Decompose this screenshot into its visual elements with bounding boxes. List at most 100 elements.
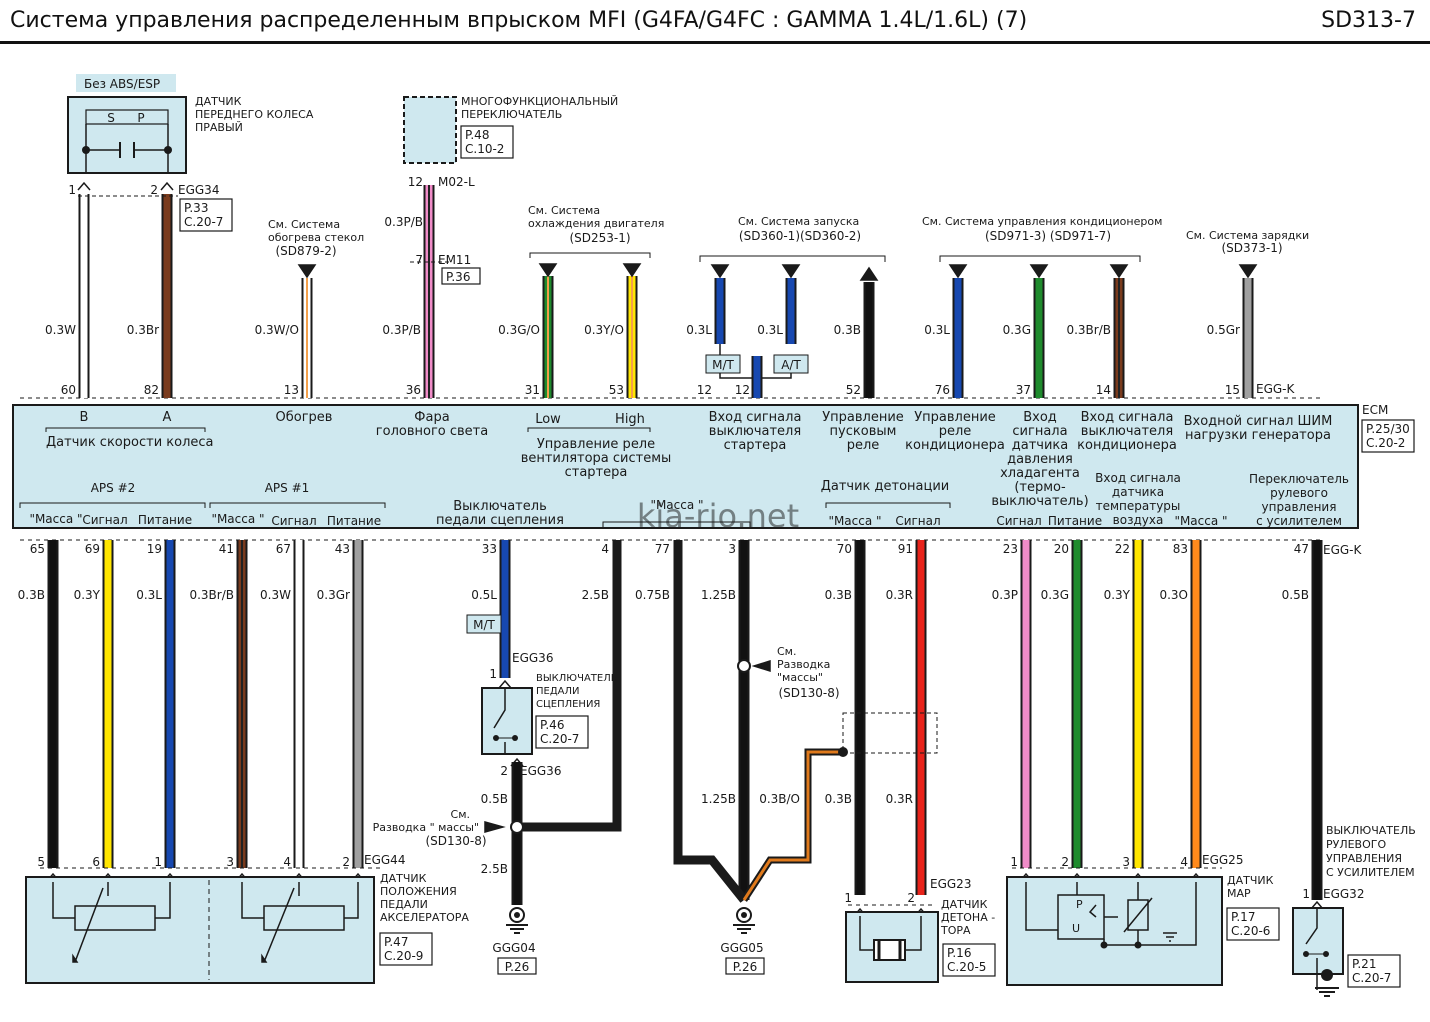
- aps-label: ПЕДАЛИ: [380, 898, 428, 911]
- ref-charge-code: (SD373-1): [1221, 241, 1282, 255]
- aps-pin: 6: [92, 855, 100, 869]
- psw-label: С УСИЛИТЕЛЕМ: [1326, 866, 1415, 879]
- bottom-wire-spec: 0.3G: [1041, 588, 1069, 602]
- bottom-wire-pin: 47: [1294, 542, 1309, 556]
- aps-ref: [379, 932, 433, 966]
- label-headlight: Фара: [414, 410, 449, 425]
- pin-hat: [1310, 900, 1324, 910]
- top-wire: [954, 278, 962, 398]
- top-wire-pin: 76: [935, 383, 950, 397]
- label-knock-signal: Сигнал: [895, 514, 940, 528]
- top-wire-spec: 0.3G: [1003, 323, 1031, 337]
- aps-pin: 5: [37, 855, 45, 869]
- clutch-connector2: EGG36: [520, 764, 561, 778]
- ground-note1: Разводка " массы": [373, 821, 479, 834]
- ref-heat: См. Система: [268, 218, 340, 231]
- top-wire-pin: 14: [1096, 383, 1111, 397]
- header-bar: Система управления распределенным впрыск…: [0, 0, 1430, 44]
- at-tag-label: A/T: [781, 358, 801, 372]
- label-iat: воздуха: [1113, 513, 1164, 527]
- label-ac-press: (термо-: [1014, 480, 1066, 495]
- bottom-wire-spec: 0.3P: [992, 588, 1018, 602]
- ground-note2: Разводка: [777, 658, 830, 671]
- clutch-box: [481, 687, 533, 755]
- starter-merge-r: [757, 373, 792, 379]
- ref-ac-code: (SD971-3) (SD971-7): [985, 229, 1111, 243]
- wheel-sensor-ref: C.20-7: [184, 215, 223, 229]
- bottom-wire-pin: 91: [898, 542, 913, 556]
- multi-switch-ref: P.48: [465, 128, 489, 142]
- ggg04-label: GGG04: [492, 941, 535, 955]
- knock-pin: 2: [907, 891, 915, 905]
- aps-pin: 4: [283, 855, 291, 869]
- psw-label: РУЛЕВОГО: [1326, 838, 1386, 851]
- wheel-sensor-node: [82, 146, 90, 154]
- aps-ref: P.47: [384, 935, 408, 949]
- top-wire-pin: 37: [1016, 383, 1031, 397]
- wheel-sensor-pin: 1: [68, 183, 76, 197]
- top-wire-spec: 0.3Y/O: [584, 323, 624, 337]
- ggg05-label: GGG05: [720, 941, 763, 955]
- label-knock: Датчик детонации: [821, 479, 950, 494]
- map-lead: [1025, 882, 1058, 931]
- label-ac-ctrl: кондиционера: [905, 438, 1005, 453]
- label-iat: температуры: [1096, 499, 1181, 513]
- ground-note1-code: (SD130-8): [425, 834, 486, 848]
- shield-wire-inner: [742, 750, 843, 901]
- label-gen: Входной сигнал ШИМ: [1184, 414, 1333, 429]
- label-aps2-signal: Сигнал: [82, 513, 127, 527]
- label-fan-bracket: [527, 427, 651, 432]
- bottom-wire: [1192, 540, 1200, 868]
- bottom-wire-pin: 4: [601, 542, 609, 556]
- multi-switch-ref: C.10-2: [465, 142, 504, 156]
- ecm-ref: [1361, 419, 1415, 453]
- label-aps1: APS #1: [265, 481, 310, 495]
- top-wire: [787, 278, 795, 344]
- top-wire-spec: 0.3B: [834, 323, 861, 337]
- bottom-wire-pin: 67: [276, 542, 291, 556]
- aps-lead: [52, 882, 75, 919]
- label-b: B: [80, 410, 89, 425]
- pin-hat: [498, 679, 512, 689]
- multi-switch-label: МНОГОФУНКЦИОНАЛЬНЫЙ: [461, 95, 618, 108]
- top-wire: [163, 194, 171, 398]
- wheel-sensor-node: [164, 146, 172, 154]
- label-mass-bracket: [602, 521, 751, 527]
- psw-ref: C.20-7: [1352, 971, 1391, 985]
- ecm-ref: P.25/30: [1366, 422, 1410, 436]
- aps-label: ПОЛОЖЕНИЯ: [380, 885, 457, 898]
- map-pin: 2: [1061, 855, 1069, 869]
- bottom-wire: [501, 540, 509, 678]
- knock-label: ДЕТОНА -: [941, 911, 995, 924]
- ggg04-ref-label: P.26: [505, 960, 529, 974]
- ref-fan: См. Система: [528, 204, 600, 217]
- knock-pin: 1: [844, 891, 852, 905]
- bottom-wire: [917, 540, 925, 895]
- top-wire-pin: 60: [61, 383, 76, 397]
- ggg05-w1: 1.25B: [701, 792, 736, 806]
- wheel-sensor-connector: EGG34: [178, 183, 219, 197]
- label-ac-press: датчика: [1012, 438, 1068, 453]
- aps-pin: 1: [154, 855, 162, 869]
- ground-note1: См.: [451, 808, 470, 821]
- multi-switch-box: [403, 96, 457, 164]
- ref-ac-bracket: [939, 255, 1141, 262]
- top-wire-pin: 52: [846, 383, 861, 397]
- label-ac-press: давления: [1007, 452, 1073, 467]
- multi-switch-connector: M02-L: [438, 175, 475, 189]
- label-ac-press: Вход: [1023, 410, 1057, 425]
- diagram-title: Система управления распределенным впрыск…: [10, 8, 1028, 33]
- ref-ac-arrow: [1029, 264, 1049, 279]
- label-aps2-power: Питание: [138, 513, 192, 527]
- label-ac-press: выключатель): [991, 494, 1088, 509]
- top-wire: [1118, 278, 1120, 398]
- diagram-code: SD313-7: [1321, 8, 1416, 33]
- top-wire-pin: 13: [284, 383, 299, 397]
- bottom-wire-spec: 1.25B: [701, 588, 736, 602]
- ref-start-arrow: [859, 266, 879, 281]
- map-connector: EGG25: [1202, 853, 1243, 867]
- starter-merge-l: [719, 373, 757, 379]
- clutch-pin2: 2: [500, 764, 508, 778]
- clutch-pin1: 1: [489, 667, 497, 681]
